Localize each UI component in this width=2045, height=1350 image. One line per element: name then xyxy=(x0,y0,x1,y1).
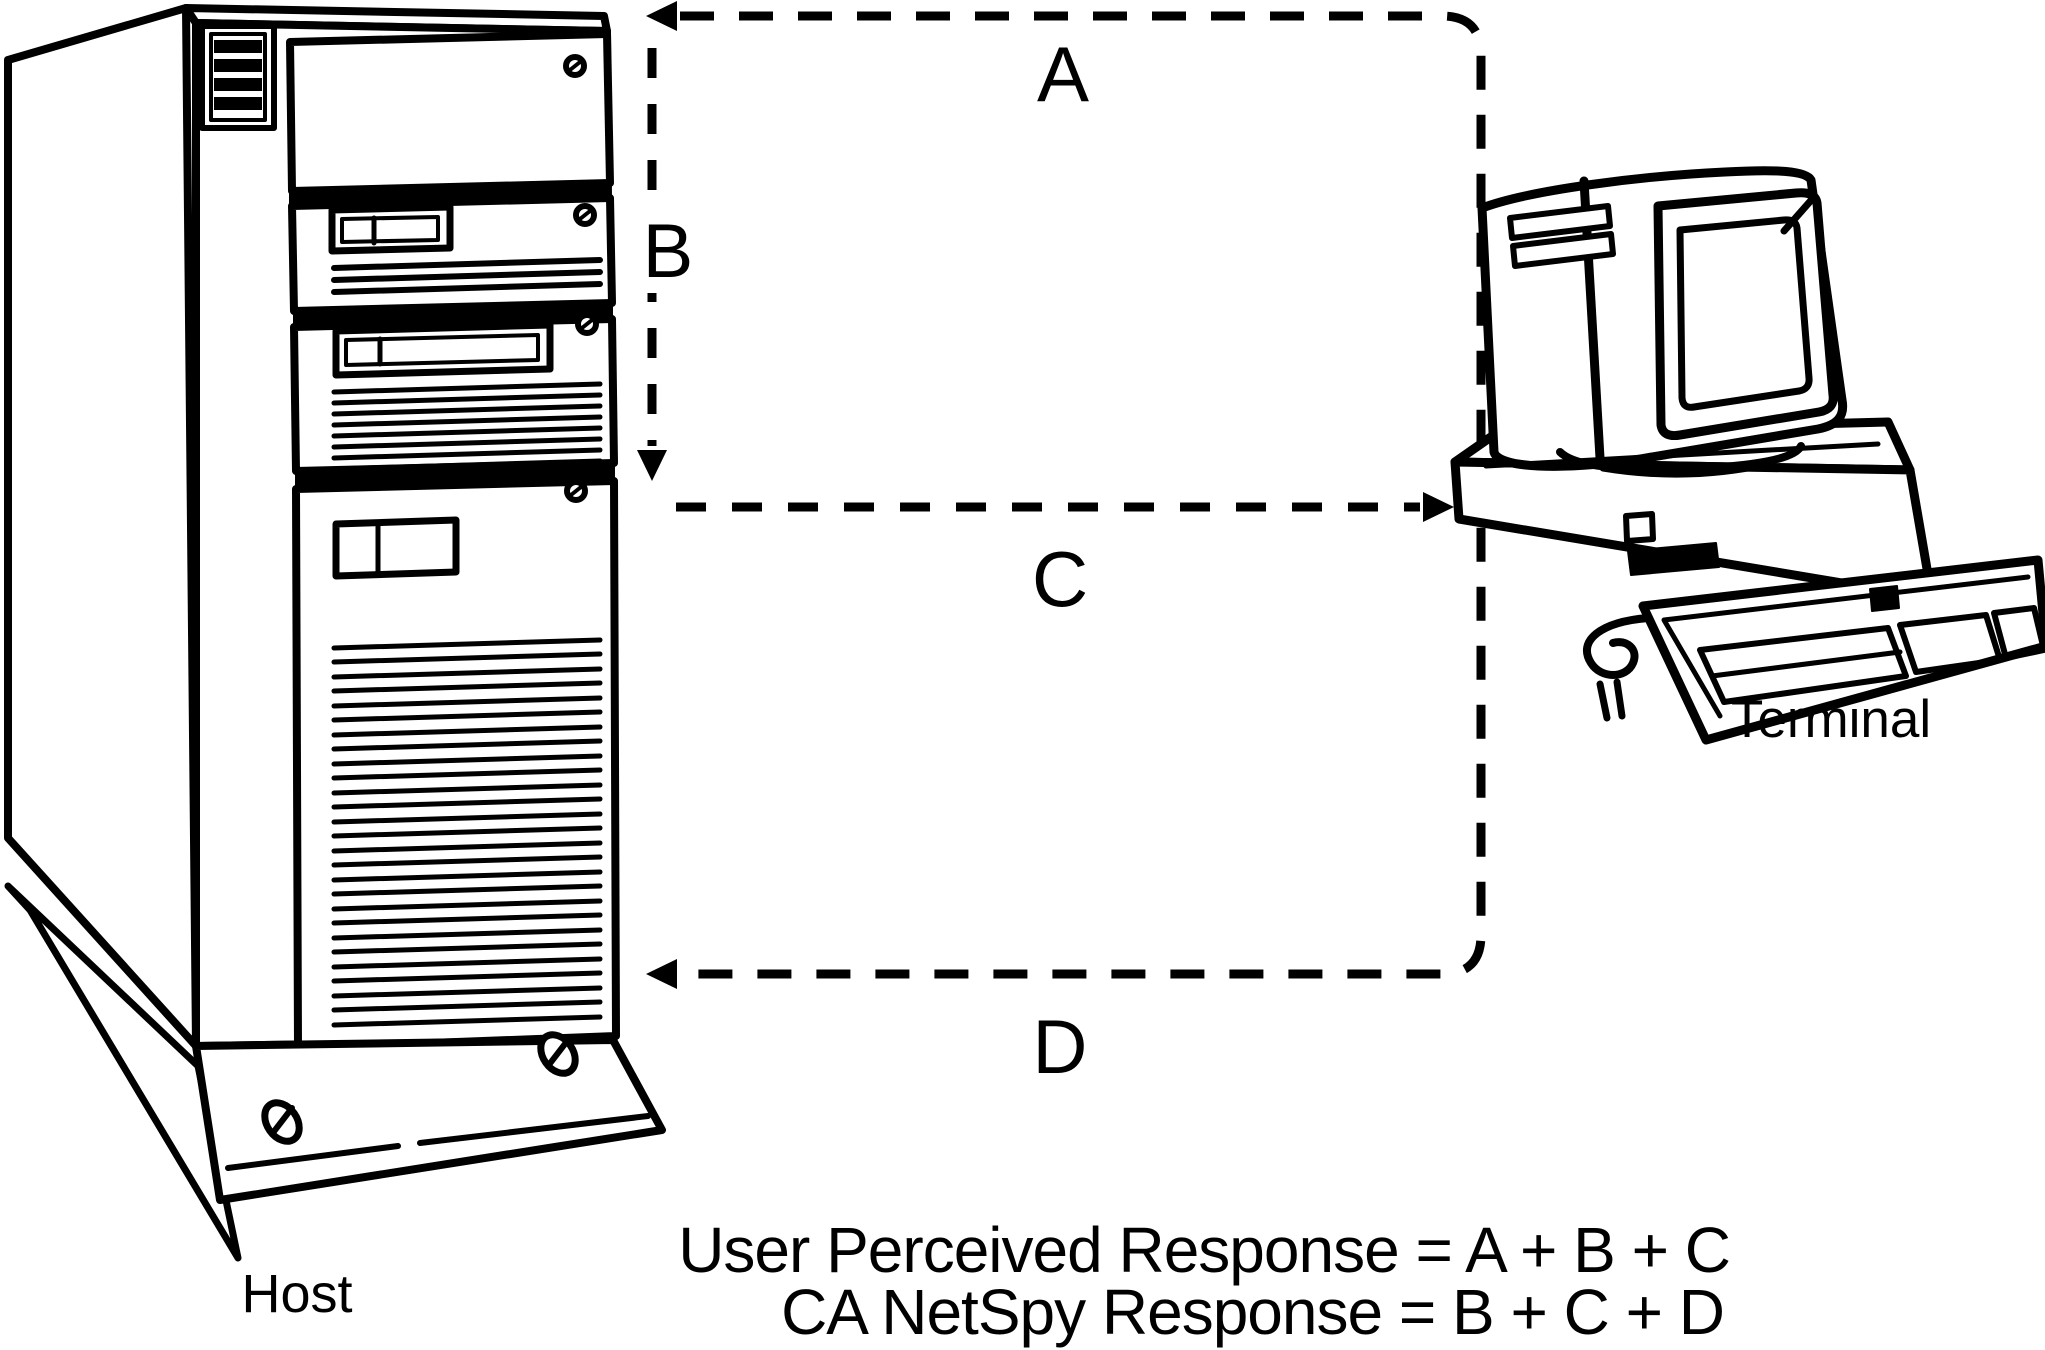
terminal-keyblock-left xyxy=(1697,625,1909,705)
terminal-swivel-arc-2 xyxy=(1599,460,1772,478)
arrow-label-a: A xyxy=(1037,30,1089,118)
terminal-screen-inset-line xyxy=(1780,193,1818,235)
arrow-label-d: D xyxy=(1033,1005,1088,1090)
terminal-drive-slot xyxy=(1627,542,1720,576)
arrow-a-right-d-path xyxy=(680,11,1486,979)
terminal-label: Terminal xyxy=(1731,690,1931,749)
terminal-illustration xyxy=(1450,166,2045,745)
terminal-key-dark xyxy=(1869,585,1900,612)
arrowhead-d-icon xyxy=(646,959,677,989)
arrowheads xyxy=(637,1,1454,989)
host-module2-slot-inner xyxy=(340,215,440,244)
label-b-backing xyxy=(620,203,716,293)
terminal-screen xyxy=(1676,216,1813,411)
host-module4-slot xyxy=(332,516,460,580)
terminal-keyboard-inner-edge xyxy=(1661,574,2031,719)
host-module4-vents xyxy=(331,637,603,1028)
host-module2-vents xyxy=(331,257,603,295)
dashed-flow-lines xyxy=(647,11,1486,979)
arrow-label-c: C xyxy=(1032,535,1088,623)
host-plinth-screws xyxy=(261,1031,579,1145)
host-tower-illustration xyxy=(4,4,666,1262)
terminal-spacebar-line xyxy=(1709,649,1903,679)
host-grille-bars xyxy=(214,40,262,110)
host-module-screws xyxy=(563,54,599,503)
terminal-unit-tray-line xyxy=(1483,441,1881,469)
host-label: Host xyxy=(241,1264,352,1324)
terminal-keyboard-body xyxy=(1638,555,2045,745)
host-floor-mat xyxy=(4,882,242,1262)
formula-netspy: CA NetSpy Response = B + C + D xyxy=(781,1276,1724,1348)
formula-user-perceived: User Perceived Response = A + B + C xyxy=(678,1214,1730,1286)
terminal-keyblock-mid xyxy=(1897,612,2003,675)
host-module-1 xyxy=(286,30,614,195)
arrow-label-b: B xyxy=(643,209,694,294)
terminal-cable-tail xyxy=(1596,678,1626,722)
terminal-cable-coil xyxy=(1582,614,1652,679)
terminal-power-button xyxy=(1623,511,1656,544)
terminal-monitor-vent-1 xyxy=(1507,203,1613,241)
arrowhead-a-icon xyxy=(646,1,677,31)
host-plinth-crease xyxy=(225,1113,651,1171)
host-module3-vents xyxy=(331,381,603,472)
arrowhead-c-icon xyxy=(1423,492,1454,522)
host-side-panel xyxy=(4,4,200,1050)
host-module3-slot-inner xyxy=(344,333,540,367)
terminal-keyblock-right xyxy=(1991,605,2045,661)
terminal-monitor-vent-2 xyxy=(1510,231,1616,269)
arrowhead-b-icon xyxy=(637,450,667,481)
